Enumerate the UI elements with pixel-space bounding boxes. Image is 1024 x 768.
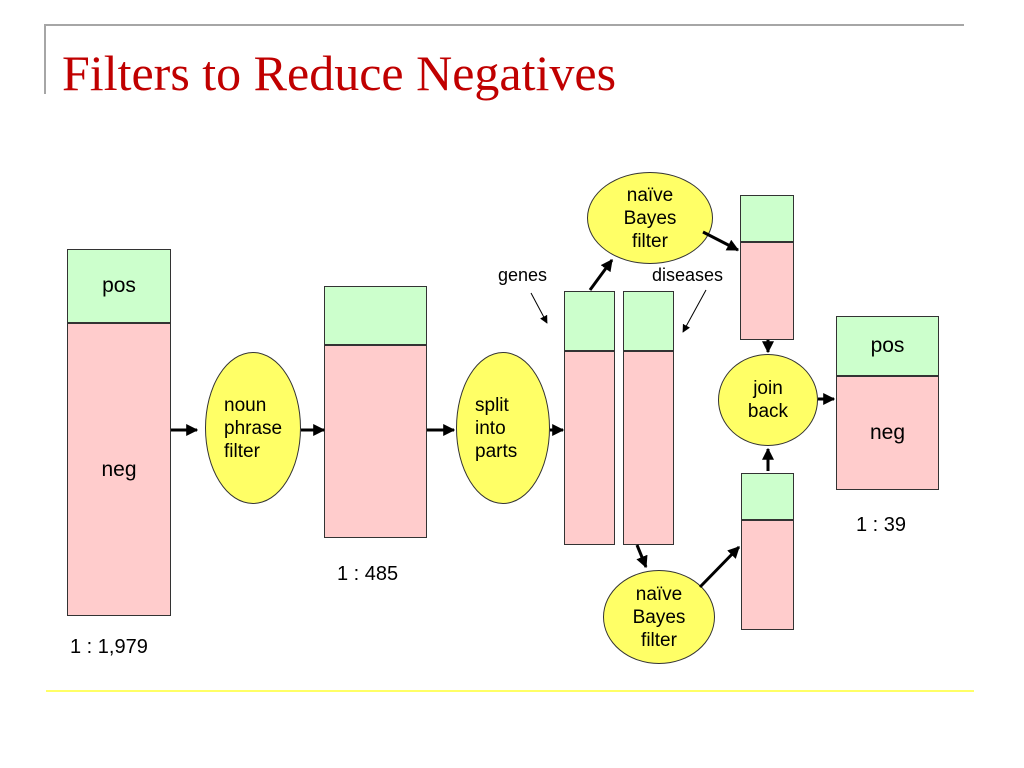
noun-filter-line-3: filter [224,440,260,462]
final-ratio: 1 : 39 [856,514,907,536]
final-pos-box: pos [836,316,939,376]
join-back-node: join back [718,354,818,446]
genes-filtered-neg-box [741,520,794,630]
arrow-bayes-bottom-to-genes [698,545,741,589]
frame-top-line [44,24,964,26]
bayes-bottom-line-3: filter [641,629,677,651]
join-line-1: join [753,378,783,399]
stage2-pos-box [324,286,427,345]
arrow-bayes-top-to-diseases [702,230,740,252]
diseases-label: diseases [652,265,724,285]
bayes-bottom-line-2: Bayes [632,606,686,628]
genes-label: genes [498,265,548,285]
stage1-neg-box: neg [67,323,171,616]
stage2-neg-box [324,345,427,538]
genes-neg-box [564,351,615,545]
arrow-diseases-col-to-bayes-bottom [635,544,648,569]
bayes-top-line-1: naïve [626,184,674,206]
stage2-ratio: 1 : 485 [337,563,399,585]
split-filter: split into parts [456,352,550,504]
final-neg-box: neg [836,376,939,490]
noun-filter-line-2: phrase [224,417,283,439]
diseases-neg-box [623,351,674,545]
footer-divider [46,690,974,692]
stage1-ratio: 1 : 1,979 [70,636,148,658]
naive-bayes-filter-top: naïve Bayes filter [587,172,713,264]
stage1-pos-box: pos [67,249,171,323]
naive-bayes-filter-bottom: naïve Bayes filter [603,570,715,664]
genes-filtered-pos-box [741,473,794,520]
bayes-top-line-3: filter [632,230,668,252]
genes-pos-box [564,291,615,351]
arrow-genes-to-bayes-top [588,259,614,291]
noun-filter-line-1: noun [224,394,267,416]
frame-left-line [44,24,46,94]
diseases-filtered-pos-box [740,195,794,242]
noun-phrase-filter: noun phrase filter [205,352,301,504]
split-filter-line-2: into [475,417,506,439]
arrow-diseases-pointer [682,289,707,333]
join-line-2: back [747,401,789,422]
bayes-bottom-line-1: naïve [635,583,683,605]
slide-title: Filters to Reduce Negatives [62,45,617,101]
arrow-genes-pointer [530,292,548,324]
bayes-top-line-2: Bayes [623,207,677,229]
split-filter-line-3: parts [475,440,518,462]
split-filter-line-1: split [475,394,509,416]
diseases-pos-box [623,291,674,351]
diseases-filtered-neg-box [740,242,794,340]
